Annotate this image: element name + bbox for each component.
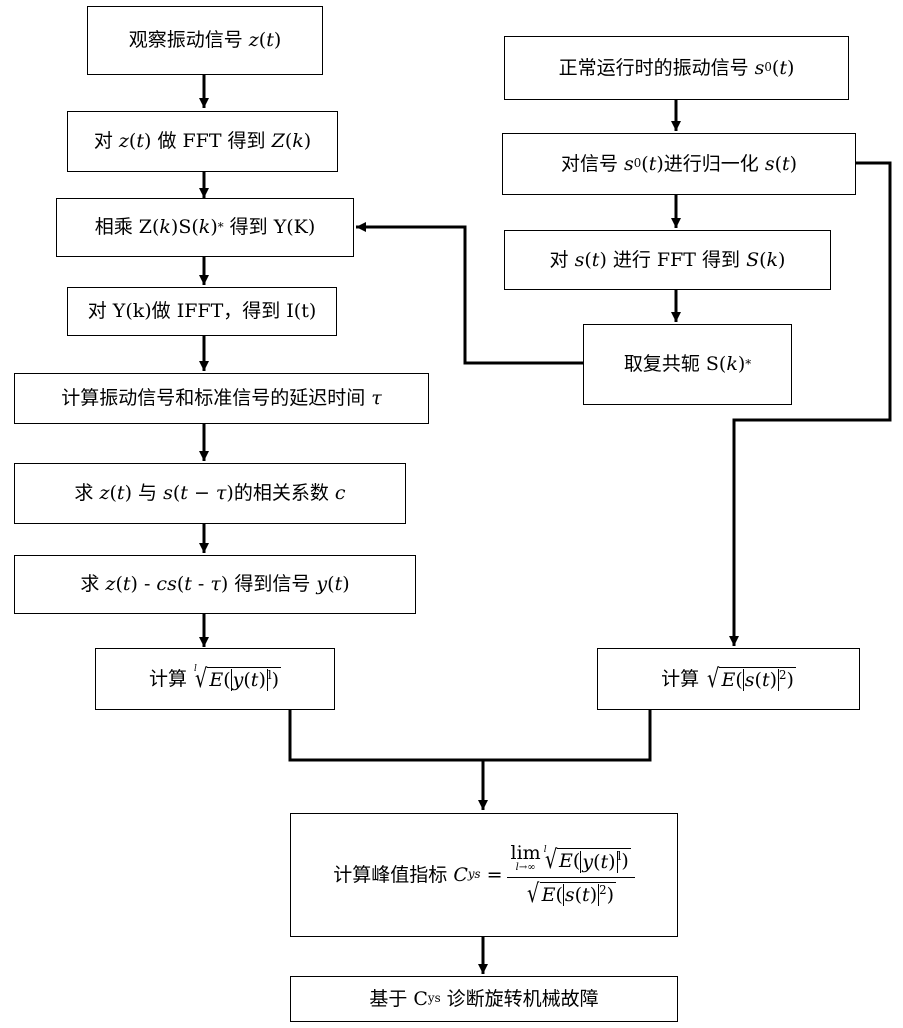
normal-signal-box: 正常运行时的振动信号 s0(t) [504, 36, 849, 100]
merge-line-left [290, 710, 483, 760]
fft-s-box: 对 s(t) 进行 FFT 得到 S(k) [504, 230, 831, 290]
peak-index-fraction: lim l→∞ l √ E(y(t)l) √ E(s(t)2) [507, 844, 635, 906]
normalize-box: 对信号 s0(t)进行归一化 s(t) [502, 133, 856, 195]
delay-time-box: 计算振动信号和标准信号的延迟时间 τ [14, 373, 429, 424]
peak-index-box: 计算峰值指标 Cys = lim l→∞ l √ E(y(t)l) √ E(s(… [290, 813, 678, 937]
sqrt-expression-s: √ E(s(t)2) [705, 667, 796, 691]
sqrt-expression: l √ E(y(t)l) [193, 667, 281, 691]
correlation-box: 求 z(t) 与 s(t − τ)的相关系数 c [14, 463, 406, 524]
residual-box: 求 z(t) - cs(t - τ) 得到信号 y(t) [14, 555, 416, 614]
ifft-box: 对 Y(k)做 IFFT，得到 I(t) [67, 287, 337, 336]
observe-signal-box: 观察振动信号 z(t) [87, 6, 323, 75]
merge-line-right [483, 710, 650, 760]
diagnose-box: 基于 Cys 诊断旋转机械故障 [290, 976, 678, 1022]
limit-operator: lim l→∞ [511, 844, 541, 873]
multiply-box: 相乘 Z(k)S(k)* 得到 Y(K) [56, 198, 354, 257]
observe-signal-label: 观察振动信号 [129, 31, 243, 50]
calc-s-box: 计算 √ E(s(t)2) [597, 648, 860, 710]
calc-y-box: 计算 l √ E(y(t)l) [95, 648, 335, 710]
conjugate-box: 取复共轭 S(k)* [583, 324, 792, 405]
fft-z-box: 对 z(t) 做 FFT 得到 Z(k) [67, 111, 338, 172]
